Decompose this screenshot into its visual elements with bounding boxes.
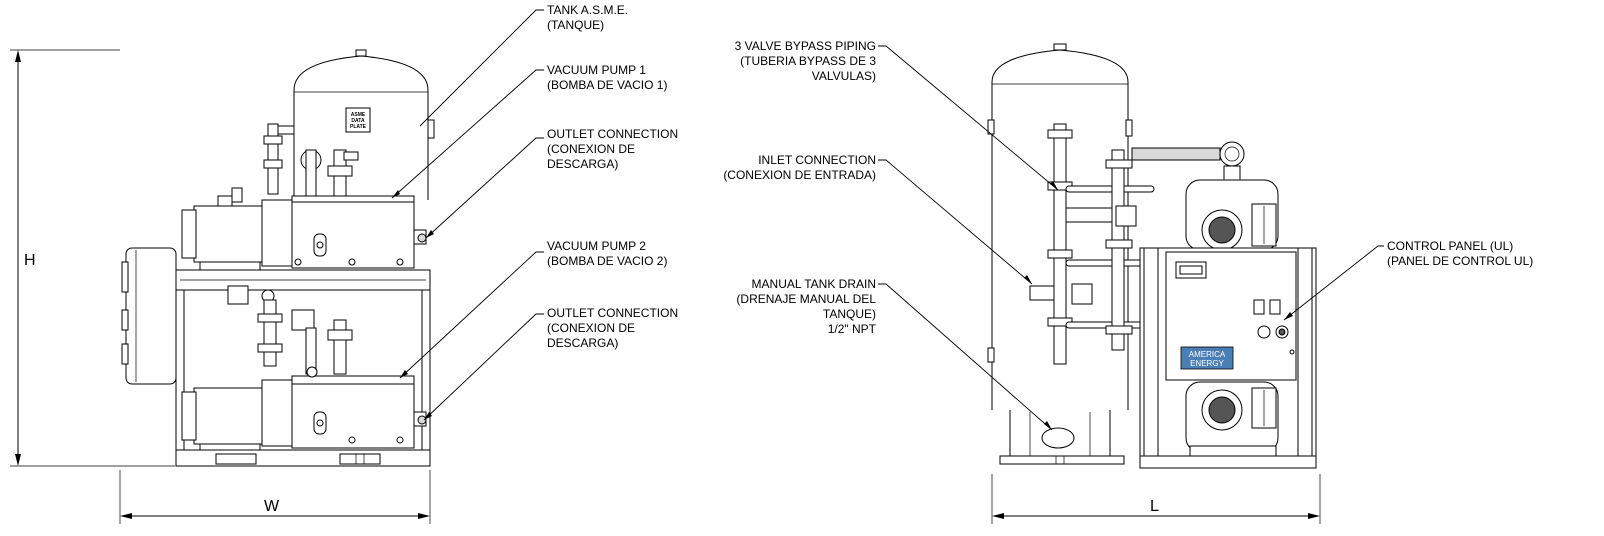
side-leaders xyxy=(878,45,1384,431)
frame-front xyxy=(175,269,431,467)
vacuum-pump-1-front xyxy=(181,195,427,271)
callout-pump-1: VACUUM PUMP 1 (BOMBA DE VACIO 1) xyxy=(547,63,667,92)
svg-text:(CONEXION DE: (CONEXION DE xyxy=(547,142,635,156)
svg-text:(CONEXION DE ENTRADA): (CONEXION DE ENTRADA) xyxy=(723,168,876,182)
svg-text:OUTLET CONNECTION: OUTLET CONNECTION xyxy=(547,306,678,320)
svg-text:MANUAL TANK DRAIN: MANUAL TANK DRAIN xyxy=(752,277,876,291)
callout-bypass: 3 VALVE BYPASS PIPING (TUBERIA BYPASS DE… xyxy=(735,39,877,83)
svg-text:1/2" NPT: 1/2" NPT xyxy=(828,322,877,336)
svg-text:DESCARGA): DESCARGA) xyxy=(547,157,618,171)
tank-front: ASME DATA PLATE xyxy=(293,49,435,200)
vacuum-pump-2-side xyxy=(1185,381,1279,457)
callout-drain: MANUAL TANK DRAIN (DRENAJE MANUAL DEL TA… xyxy=(736,277,876,336)
svg-text:3 VALVE BYPASS PIPING: 3 VALVE BYPASS PIPING xyxy=(735,39,876,53)
svg-text:VALVULAS): VALVULAS) xyxy=(812,69,876,83)
callout-inlet: INLET CONNECTION (CONEXION DE ENTRADA) xyxy=(723,153,876,182)
callout-tank: TANK A.S.M.E. (TANQUE) xyxy=(547,3,628,32)
height-dimension: H xyxy=(10,49,175,467)
width-dimension: W xyxy=(119,470,431,524)
callout-outlet-2: OUTLET CONNECTION (CONEXION DE DESCARGA) xyxy=(547,306,678,350)
vacuum-pump-2-front xyxy=(181,366,427,451)
svg-text:(PANEL DE CONTROL UL): (PANEL DE CONTROL UL) xyxy=(1387,254,1533,268)
svg-text:OUTLET CONNECTION: OUTLET CONNECTION xyxy=(547,127,678,141)
length-label: L xyxy=(1150,498,1159,515)
svg-text:TANQUE): TANQUE) xyxy=(823,307,876,321)
svg-text:DESCARGA): DESCARGA) xyxy=(547,336,618,350)
svg-text:AMERICA: AMERICA xyxy=(1189,350,1226,359)
front-leaders xyxy=(391,9,544,421)
svg-text:VACUUM PUMP 2: VACUUM PUMP 2 xyxy=(547,239,646,253)
length-dimension: L xyxy=(991,474,1321,524)
svg-text:(BOMBA DE VACIO 2): (BOMBA DE VACIO 2) xyxy=(547,254,667,268)
svg-text:INLET CONNECTION: INLET CONNECTION xyxy=(758,153,876,167)
svg-text:ENERGY: ENERGY xyxy=(1190,359,1224,368)
hose-and-gauge xyxy=(1131,141,1245,181)
callout-outlet-1: OUTLET CONNECTION (CONEXION DE DESCARGA) xyxy=(547,127,678,171)
svg-text:(TUBERIA BYPASS DE 3: (TUBERIA BYPASS DE 3 xyxy=(740,54,876,68)
svg-text:TANK A.S.M.E.: TANK A.S.M.E. xyxy=(547,3,628,17)
front-view: ASME DATA PLATE xyxy=(121,9,544,467)
middle-piping-front xyxy=(227,285,353,375)
svg-text:DATA: DATA xyxy=(351,118,365,124)
height-label: H xyxy=(24,252,36,269)
vacuum-pump-1-side xyxy=(1185,179,1279,251)
svg-text:PLATE: PLATE xyxy=(350,124,367,130)
svg-text:(BOMBA DE VACIO 1): (BOMBA DE VACIO 1) xyxy=(547,78,667,92)
brand-badge xyxy=(1180,346,1234,370)
width-label: W xyxy=(264,498,280,515)
svg-text:(TANQUE): (TANQUE) xyxy=(547,18,604,32)
svg-text:VACUUM PUMP 1: VACUUM PUMP 1 xyxy=(547,63,646,77)
svg-text:CONTROL PANEL (UL): CONTROL PANEL (UL) xyxy=(1387,239,1513,253)
control-panel: AMERICA ENERGY xyxy=(1165,251,1297,381)
asme-data-plate xyxy=(345,107,371,133)
svg-text:ASME: ASME xyxy=(351,112,366,118)
svg-text:(CONEXION DE: (CONEXION DE xyxy=(547,321,635,335)
svg-text:(DRENAJE MANUAL DEL: (DRENAJE MANUAL DEL xyxy=(736,292,876,306)
callout-control-panel: CONTROL PANEL (UL) (PANEL DE CONTROL UL) xyxy=(1387,239,1533,268)
callout-pump-2: VACUUM PUMP 2 (BOMBA DE VACIO 2) xyxy=(547,239,667,268)
side-view: AMERICA ENERGY xyxy=(878,43,1384,469)
side-box-front xyxy=(121,247,177,385)
bypass-piping xyxy=(1029,123,1155,365)
